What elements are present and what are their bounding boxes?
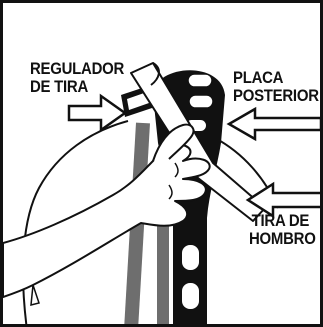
callout-regulador-line2: DE TIRA — [30, 77, 88, 96]
shoulder-strap-fold — [150, 62, 160, 86]
hand-knuckle-line — [168, 184, 173, 200]
backplate-slot — [188, 94, 214, 109]
backplate-slot — [187, 73, 213, 88]
callout-tira-line1: TIRA DE — [251, 211, 310, 230]
arrow-placa — [226, 106, 320, 142]
callout-placa-line1: PLACA — [233, 68, 284, 87]
backplate-illustration — [3, 62, 320, 324]
backplate-slot — [182, 245, 199, 270]
callout-placa-line2: POSTERIOR — [233, 86, 319, 105]
callout-tira-de-hombro: TIRA DE HOMBRO — [249, 212, 316, 248]
hand-knuckle-line — [174, 162, 179, 178]
backplate-slot — [182, 283, 199, 309]
callout-tira-line2: HOMBRO — [249, 229, 316, 248]
strap-regulator-opening — [127, 92, 149, 110]
arrow-regulador — [67, 93, 128, 133]
callout-regulador-de-tira: REGULADOR DE TIRA — [30, 60, 124, 96]
callout-regulador-line1: REGULADOR — [30, 59, 125, 78]
hand — [3, 143, 211, 298]
arrow-tira-hombro — [245, 181, 320, 219]
hand-thumb — [152, 123, 195, 162]
webbing-left — [124, 122, 150, 324]
wrist-tab — [30, 284, 40, 306]
callout-placa-posterior: PLACA POSTERIOR — [233, 69, 319, 105]
